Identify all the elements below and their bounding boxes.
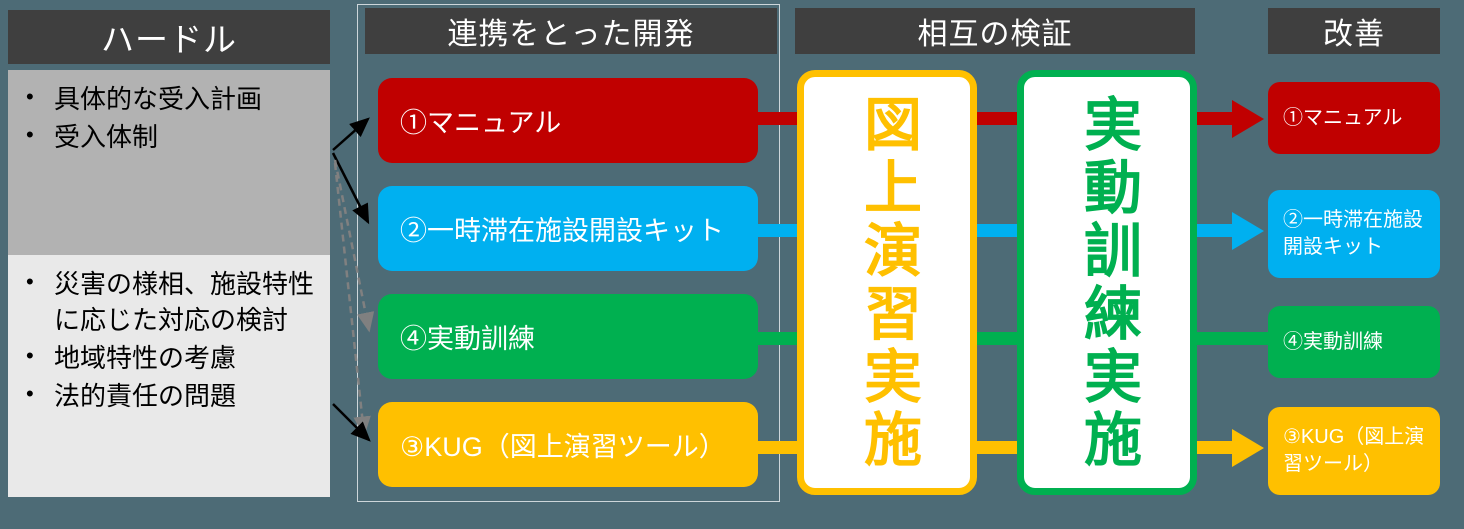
development-box-kug: ③KUG（図上演習ツール）	[378, 402, 758, 487]
verification-box-map-exercise: 図上演習実施	[797, 70, 977, 495]
development-box-label: ①マニュアル	[400, 108, 562, 138]
column-header-improvement: 改善	[1268, 8, 1440, 54]
column-header-verification: 相互の検証	[795, 8, 1195, 54]
improvement-box-manual: ①マニュアル	[1268, 82, 1440, 154]
development-box-kit: ②一時滞在施設開設キット	[378, 186, 758, 271]
development-box-manual: ①マニュアル	[378, 78, 758, 163]
hurdle-item: 具体的な受入計画	[14, 82, 320, 118]
improvement-box-label: ④実動訓練	[1283, 330, 1383, 353]
improvement-box-kit: ②一時滞在施設開設キット	[1268, 190, 1440, 278]
hurdle-item: 法的責任の問題	[14, 379, 320, 415]
improvement-box-label: ①マニュアル	[1283, 106, 1403, 129]
hurdle-item: 地域特性の考慮	[14, 341, 320, 377]
improvement-box-label: ③KUG（図上演習ツール）	[1283, 426, 1425, 475]
development-box-label: ③KUG（図上演習ツール）	[400, 432, 726, 462]
blue-flow-arrowhead-icon	[1232, 212, 1264, 250]
red-flow-arrowhead-icon	[1232, 100, 1264, 138]
column-header-development: 連携をとった開発	[365, 8, 777, 54]
development-box-label: ②一時滞在施設開設キット	[400, 216, 724, 246]
hurdle-item: 災害の様相、施設特性に応じた対応の検討	[14, 267, 320, 339]
improvement-box-label: ②一時滞在施設開設キット	[1283, 209, 1423, 258]
development-box-label: ④実動訓練	[400, 324, 535, 354]
column-header-hurdle: ハードル	[8, 10, 330, 64]
hurdle-top-list: 具体的な受入計画 受入体制	[8, 70, 330, 156]
improvement-box-kug: ③KUG（図上演習ツール）	[1268, 407, 1440, 495]
hurdle-bottom-list: 災害の様相、施設特性に応じた対応の検討 地域特性の考慮 法的責任の問題	[8, 255, 330, 415]
development-box-drill: ④実動訓練	[378, 294, 758, 379]
verification-box-label: 実動訓練実施	[1075, 93, 1140, 472]
verification-box-label: 図上演習実施	[855, 93, 920, 472]
hurdle-panel-bottom: 災害の様相、施設特性に応じた対応の検討 地域特性の考慮 法的責任の問題	[8, 255, 330, 497]
hurdle-panel-top: 具体的な受入計画 受入体制	[8, 70, 330, 255]
verification-box-drill-exercise: 実動訓練実施	[1017, 70, 1197, 495]
improvement-box-drill: ④実動訓練	[1268, 306, 1440, 378]
hurdle-item: 受入体制	[14, 120, 320, 156]
yellow-flow-arrowhead-icon	[1232, 429, 1264, 467]
